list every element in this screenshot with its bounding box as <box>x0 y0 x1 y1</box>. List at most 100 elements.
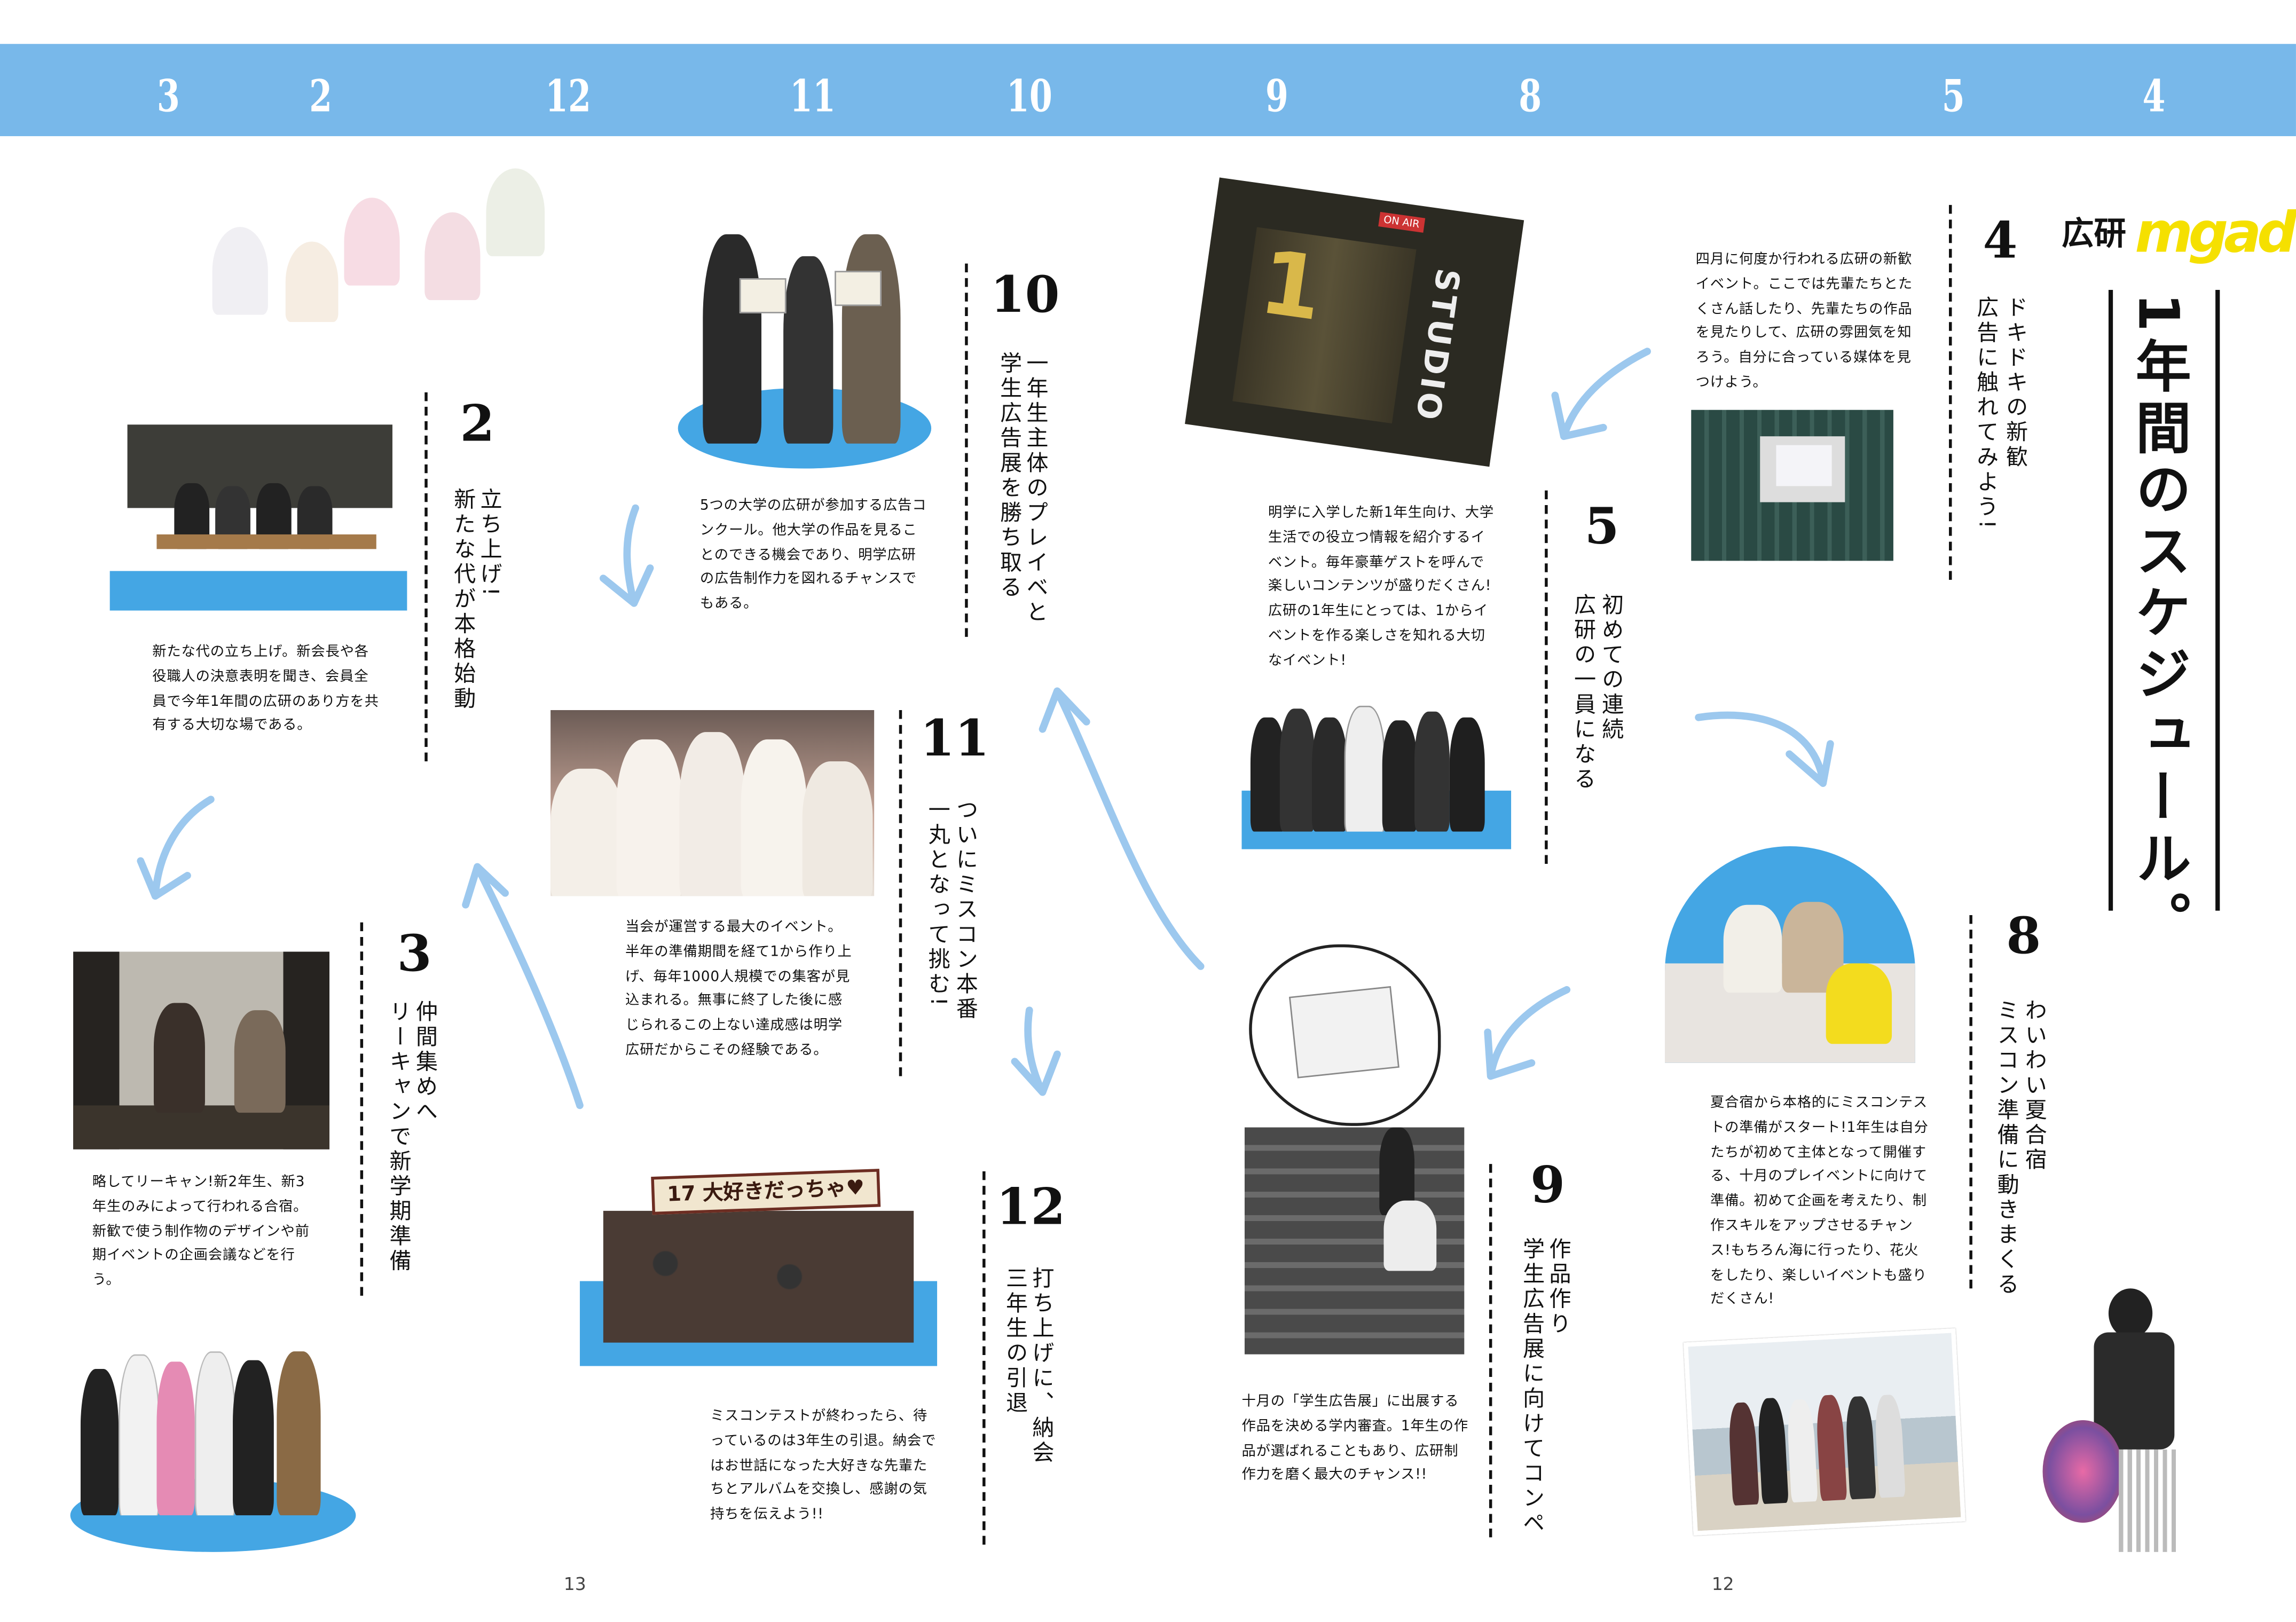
timeline-header-bar: 3 リーダーズキャンプ 2 立ち上げ 12 納会 11 ミスコン本番 学展 10… <box>0 44 2296 164</box>
title-rule-left <box>2108 289 2113 911</box>
section-heading: ドキドキの新歓 <box>2003 295 2030 470</box>
section-body: ミスコンテストが終わったら、待っているのは3年生の引退。納会ではお世話になった大… <box>710 1408 937 1523</box>
header-event: 立ち上げ <box>309 143 380 164</box>
month-number: 5 <box>1584 498 1619 557</box>
month-number: 10 <box>990 266 1060 325</box>
header-event: 学展 <box>886 143 921 164</box>
page-number-right: 12 <box>1711 1573 1734 1595</box>
arrow-3-to-11 <box>462 863 584 1109</box>
arrow-5-to-8 <box>1695 711 1834 787</box>
photo-beach-group <box>1683 1328 1966 1536</box>
section-heading: 仲間集めへ <box>413 999 439 1125</box>
header-month: 8 <box>1519 72 1542 123</box>
dashed-divider <box>424 392 428 761</box>
arrow-10-to-2 <box>599 504 654 607</box>
arrow-2-to-3 <box>137 796 215 900</box>
arrow-4-to-5 <box>1551 348 1651 440</box>
header-event: 前期イベント <box>1842 143 1948 164</box>
section-subheading: 三年生の引退 <box>1003 1266 1029 1416</box>
section-heading: 一年生主体のプレイベと <box>1023 351 1050 625</box>
page-number-left: 13 <box>563 1573 586 1595</box>
header-month: 2 <box>309 72 333 123</box>
onair-sign: ON AIR <box>1378 211 1425 233</box>
photo-summer-camp <box>1664 846 1915 1063</box>
section-body: 新たな代の立ち上げ。新会長や各役職人の決意表明を聞き、会員全員で今年1年間の広研… <box>152 644 379 734</box>
header-event: 夏合宿 <box>1455 143 1508 164</box>
month-number: 9 <box>1530 1156 1566 1216</box>
arrow-11-to-12 <box>1011 1006 1061 1096</box>
photo-brides <box>205 161 549 322</box>
dashed-divider <box>360 922 364 1296</box>
header-event: 新歓合宿 <box>1729 143 1800 164</box>
month-number: 2 <box>460 395 495 454</box>
arrow-9-to-10 <box>1039 687 1205 970</box>
section-body: 四月に何度か行われる広研の新歓イベント。ここでは先輩たちとたくさん話したり、先輩… <box>1695 251 1913 391</box>
photo-award-winners <box>696 227 915 444</box>
month-number: 11 <box>920 710 989 769</box>
photo-studio-stage: 1 ON AIR STUDIO <box>1185 177 1524 467</box>
dashed-divider <box>1949 204 1952 580</box>
header-event: プレイベ <box>979 143 1050 164</box>
section-subheading: ミスコン準備に動きまくる <box>1994 998 2021 1297</box>
section-heading: わいわい夏合宿 <box>2022 998 2049 1173</box>
section-body: 明学に入学した新1年生向け、大学生活での役立つ情報を紹介するイベント。毎年豪華ゲ… <box>1268 505 1495 669</box>
section-body: 夏合宿から本格的にミスコンテストの準備がスタート!1年生は自分たちが初めて主体と… <box>1710 1095 1929 1308</box>
header-month: 4 <box>2142 72 2166 123</box>
month-number: 12 <box>996 1178 1066 1238</box>
header-month: 3 <box>156 72 180 123</box>
header-month: 12 <box>545 72 591 123</box>
section-subheading: リーキャンで新学期準備 <box>386 999 413 1274</box>
photo-shinkan-projection <box>1691 410 1893 561</box>
photo-farewell-party <box>603 1210 914 1343</box>
photo-miss-contest <box>551 710 875 896</box>
section-heading: 初めての連続 <box>1599 593 1625 743</box>
month-number: 4 <box>1983 212 2018 271</box>
section-subheading: 学生広告展を勝ち取る <box>997 351 1024 601</box>
photo-freshmen-group <box>1247 705 1504 832</box>
title-rule-right <box>2215 289 2220 911</box>
month-number: 8 <box>2006 908 2041 966</box>
logo-japanese: 広研 <box>2062 216 2126 254</box>
section-subheading: 新たな代が本格始動 <box>451 487 477 712</box>
header-event: リーダーズキャンプ <box>78 143 235 164</box>
dashed-divider <box>965 263 968 637</box>
header-event: ミスコン本番 <box>711 143 817 164</box>
section-body: 5つの大学の広研が参加する広告コンクール。他大学の作品を見ることのできる機会であ… <box>699 498 927 612</box>
header-event: 後期アワード <box>1210 143 1317 164</box>
section-heading: ついにミスコン本番 <box>953 798 980 1022</box>
photo-window-friends <box>73 951 330 1149</box>
dashed-divider <box>1969 915 1972 1289</box>
banner-sign: 17 大好きだっちゃ♥ <box>651 1169 881 1215</box>
section-heading: 作品作り <box>1546 1237 1573 1337</box>
section-body: 当会が運営する最大のイベント。半年の準備期間を経て1から作り上げ、毎年1000人… <box>625 919 852 1059</box>
header-month: 10 <box>1006 72 1052 123</box>
section-body: 十月の「学生広告展」に出展する作品を決める学内審査。1年生の作品が選ばれることも… <box>1241 1393 1469 1484</box>
mgad-logo: 広研 mgad <box>2062 196 2296 278</box>
dashed-divider <box>1545 490 1548 864</box>
photo-stairs-laptop <box>1244 1127 1465 1355</box>
page-title: 1年間のスケジュール。 <box>2126 293 2191 952</box>
logo-english: mgad <box>2135 200 2296 265</box>
header-event: 納会 <box>512 143 548 164</box>
studio-sign: STUDIO <box>1407 266 1465 425</box>
section-body: 略してリーキャン!新2年生、新3年生のみによって行われる合宿。新歓で使う制作物の… <box>92 1174 310 1289</box>
section-subheading: 広研の一員になる <box>1571 593 1598 792</box>
header-month: 5 <box>1941 72 1965 123</box>
photo-camp-group <box>80 1340 344 1516</box>
month-number: 3 <box>397 925 432 984</box>
header-month: 11 <box>790 72 836 123</box>
header-month: 9 <box>1265 72 1288 123</box>
dashed-divider <box>1489 1164 1492 1538</box>
thought-bubble-sketch <box>1249 944 1441 1126</box>
photo-classroom-meeting <box>127 424 392 592</box>
section-subheading: 広告に触れてみよう! <box>1973 295 2000 532</box>
dashed-divider <box>982 1171 986 1545</box>
dashed-divider <box>899 710 902 1076</box>
section-heading: 打ち上げに、納会 <box>1029 1266 1056 1466</box>
header-event: 新歓! <box>2094 143 2138 164</box>
section-subheading: 一丸となって挑む! <box>925 798 952 1009</box>
section-subheading: 学生広告展に向けてコンペ <box>1520 1237 1546 1536</box>
section-heading: 立ち上げ! <box>477 487 504 599</box>
